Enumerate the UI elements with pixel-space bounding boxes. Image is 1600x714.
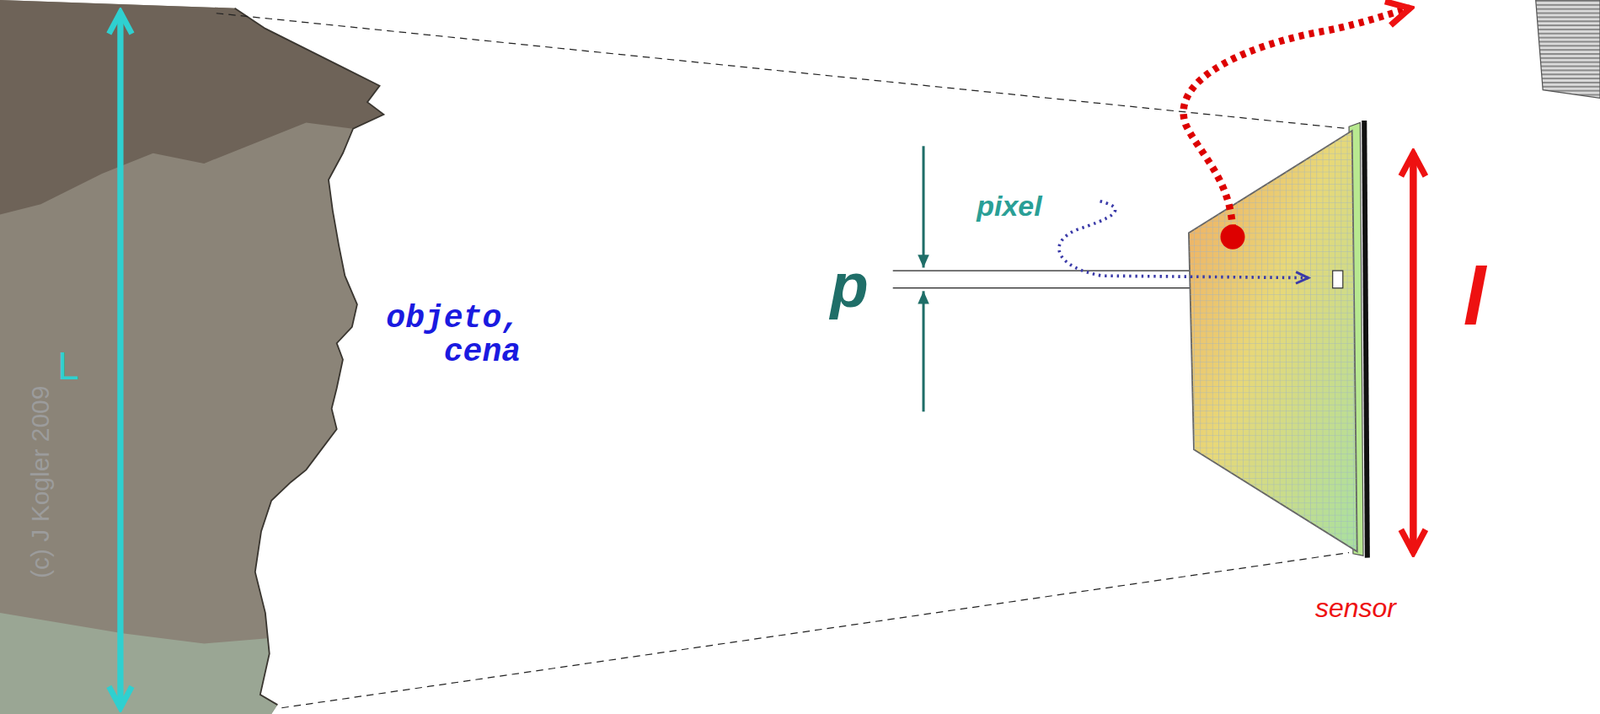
pixel-well	[1332, 270, 1344, 289]
dimension-label: l	[1463, 254, 1487, 340]
object-label: objeto, cena	[337, 301, 521, 370]
sensor-label: sensor	[1315, 593, 1397, 623]
face-photo	[0, 0, 384, 714]
pixel-dimension-arrow	[922, 145, 926, 268]
projection-line	[281, 552, 1349, 708]
face-outline	[235, 8, 385, 705]
object-size-arrow	[117, 12, 124, 708]
zoom-pointer	[1183, 8, 1411, 231]
sensor-size-arrow	[1409, 153, 1417, 553]
dimension-label: L	[57, 345, 80, 386]
zoomed-image	[1535, 0, 1600, 98]
hair	[0, 0, 384, 215]
pixel-label: pixel	[976, 191, 1042, 222]
pixel-dimension-arrow	[922, 290, 926, 412]
projection-line	[216, 13, 1349, 129]
pixel-pointer	[1059, 201, 1309, 279]
red-dot	[1220, 224, 1245, 250]
dimension-label: p	[829, 252, 868, 319]
shirt	[0, 612, 278, 714]
watermark: (c) J Kogler 2009	[26, 385, 54, 578]
sensor-backplate	[1364, 120, 1368, 558]
pixel-grid	[1183, 122, 1368, 562]
